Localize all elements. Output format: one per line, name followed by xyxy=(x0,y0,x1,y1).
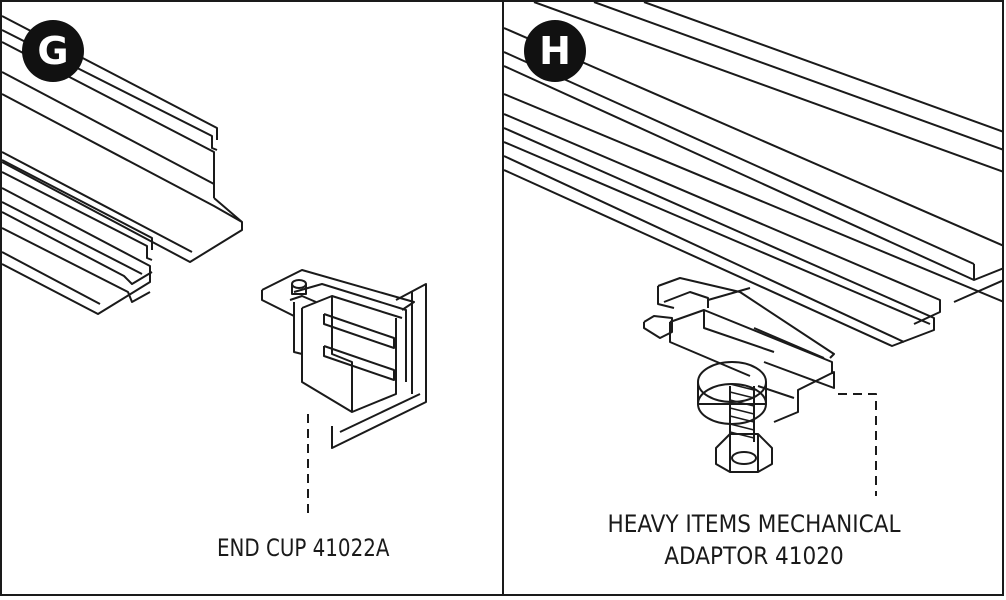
panel-g: G END CUP 41022A xyxy=(0,0,504,596)
step-badge-g: G xyxy=(22,20,84,82)
track-rail-lower xyxy=(2,159,153,315)
caption-adaptor: HEAVY ITEMS MECHANICAL ADAPTOR 41020 xyxy=(564,508,944,572)
caption-adaptor-line1: HEAVY ITEMS MECHANICAL xyxy=(607,510,901,538)
caption-adaptor-line2: ADAPTOR 41020 xyxy=(664,542,844,570)
caption-end-cup: END CUP 41022A xyxy=(216,534,390,562)
track-rail xyxy=(504,2,1002,347)
end-cup-part xyxy=(261,269,427,449)
leader-line-h xyxy=(838,393,877,496)
panel-g-illustration xyxy=(2,15,427,514)
panel-h: H HEAVY ITEMS MECHANICAL ADAPTOR 41020 xyxy=(502,0,1004,596)
panel-h-illustration xyxy=(504,2,1002,496)
track-rail-upper xyxy=(2,15,243,263)
step-badge-h: H xyxy=(524,20,586,82)
adaptor-part xyxy=(643,277,835,473)
